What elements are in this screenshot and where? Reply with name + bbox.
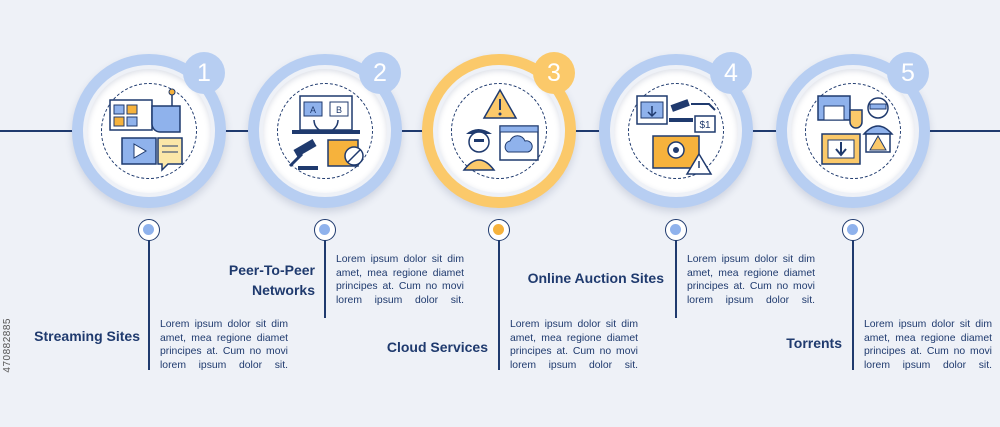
step-3-title: Cloud Services (386, 339, 488, 355)
streaming-icon (109, 88, 183, 172)
svg-text:B: B (336, 105, 342, 115)
svg-text:$1: $1 (699, 120, 711, 131)
svg-text:A: A (310, 105, 316, 115)
connector-3 (498, 240, 500, 370)
step-3-description: Lorem ipsum dolor sit dim amet, mea regi… (510, 319, 638, 371)
step-number-badge: 4 (710, 52, 752, 94)
step-4-title: Online Auction Sites (527, 270, 664, 286)
step-number-badge: 1 (183, 52, 225, 94)
step-4-description: Lorem ipsum dolor sit dim amet, mea regi… (687, 254, 815, 306)
step-marker (138, 219, 160, 241)
step-1-description: Lorem ipsum dolor sit dim amet, mea regi… (160, 319, 288, 371)
connector-1 (148, 240, 150, 370)
step-marker (842, 219, 864, 241)
auction-icon: $1 (636, 95, 716, 175)
step-marker (665, 219, 687, 241)
peer-to-peer-icon: A B (288, 95, 364, 170)
connector-4 (675, 240, 677, 318)
step-marker (488, 219, 510, 241)
torrent-download-icon (817, 95, 894, 165)
cloud-pirate-icon (462, 88, 539, 171)
step-number-badge: 3 (533, 52, 575, 94)
step-1-title: Streaming Sites (34, 328, 140, 344)
stock-id-watermark: 470882885 (2, 318, 13, 373)
connector-2 (324, 240, 326, 318)
step-5-description: Lorem ipsum dolor sit dim amet, mea regi… (864, 319, 992, 371)
step-ring: $1 (599, 54, 753, 208)
step-2-title: Peer-To-Peer Networks (228, 262, 315, 298)
step-5-title: Torrents (786, 335, 842, 351)
step-number-badge: 2 (359, 52, 401, 94)
connector-5 (852, 240, 854, 370)
step-number-badge: 5 (887, 52, 929, 94)
step-2-description: Lorem ipsum dolor sit dim amet, mea regi… (336, 254, 464, 306)
step-marker (314, 219, 336, 241)
